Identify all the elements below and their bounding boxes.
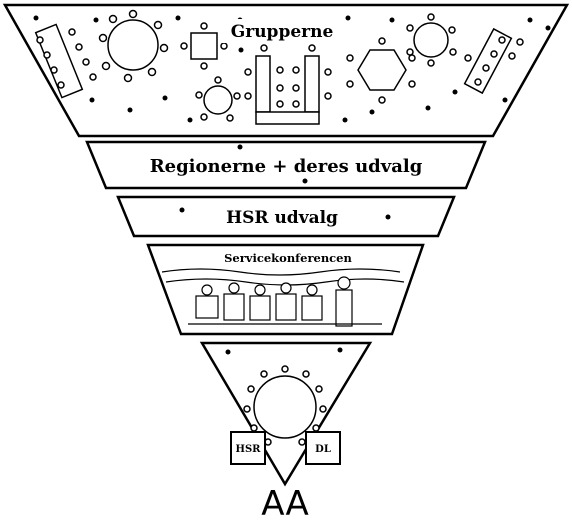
round-table-small — [195, 76, 241, 122]
long-table-left — [34, 23, 97, 99]
dl-box — [305, 431, 341, 465]
round-table-right — [406, 13, 457, 67]
dl-box-label: DL — [315, 444, 331, 455]
aa-label: AA — [261, 484, 308, 524]
long-table-right — [463, 27, 524, 95]
hsr-box — [230, 431, 266, 465]
u-shaped-table — [244, 44, 332, 125]
groups-label-backdrop — [220, 19, 344, 43]
regions-label: Regionerne + deres udvalg — [150, 156, 423, 177]
hsr-committees-band: HSR udvalg — [116, 195, 456, 238]
service-conference-band: Servicekonferencen — [146, 243, 425, 336]
hsr-box-label: HSR — [236, 444, 262, 455]
groups-band: Grupperne — [2, 3, 570, 138]
hsr-committees-label: HSR udvalg — [226, 208, 338, 228]
round-table-large-left — [98, 9, 169, 83]
conference-audience — [161, 268, 405, 327]
board-triangle: HSR DL — [199, 341, 373, 487]
scattered-people — [33, 15, 551, 123]
regions-band: Regionerne + deres udvalg — [85, 140, 487, 190]
service-conference-label: Servicekonferencen — [224, 251, 352, 265]
board-round-table — [243, 365, 327, 446]
square-table — [180, 22, 228, 70]
groups-label: Grupperne — [231, 22, 334, 42]
